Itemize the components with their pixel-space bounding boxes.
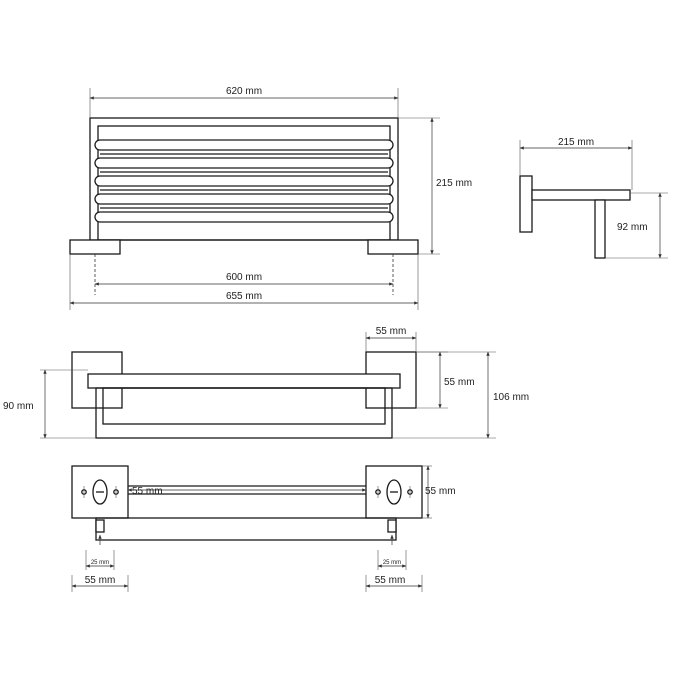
dim-elev-base-width: 55 mm <box>376 326 407 337</box>
dim-plan-hole-offset-left: 25 mm <box>91 560 109 566</box>
shelf-bars <box>94 139 394 223</box>
right-flange <box>367 239 419 255</box>
dim-elev-base-height: 55 mm <box>444 377 475 388</box>
plan-view: 55 mm 55 mm 25 mm 25 mm 55 mm 55 mm <box>71 465 456 592</box>
dim-front-height: 215 mm <box>436 178 472 189</box>
dim-plan-hole-offset-right: 25 mm <box>383 560 401 566</box>
side-view: 215 mm 92 mm <box>519 137 668 259</box>
dim-plan-flange-right: 55 mm <box>375 575 406 586</box>
left-flange <box>69 239 121 255</box>
dim-side-height: 92 mm <box>617 222 648 233</box>
dim-side-depth: 215 mm <box>558 137 594 148</box>
elevation-view: 90 mm 55 mm 55 mm 106 mm <box>3 326 529 439</box>
dim-plan-flange-height: 55 mm <box>425 486 456 497</box>
dim-front-overall-width: 655 mm <box>226 291 262 302</box>
dim-plan-flange-inner: 55 mm <box>132 486 163 497</box>
dim-plan-flange-left: 55 mm <box>85 575 116 586</box>
dim-elev-bar-height: 90 mm <box>3 401 34 412</box>
dim-elev-overall-height: 106 mm <box>493 392 529 403</box>
front-view: 620 mm 215 mm 600 mm 655 mm <box>69 86 472 310</box>
dim-front-inner-spacing: 600 mm <box>226 272 262 283</box>
dim-front-width-top: 620 mm <box>226 86 262 97</box>
